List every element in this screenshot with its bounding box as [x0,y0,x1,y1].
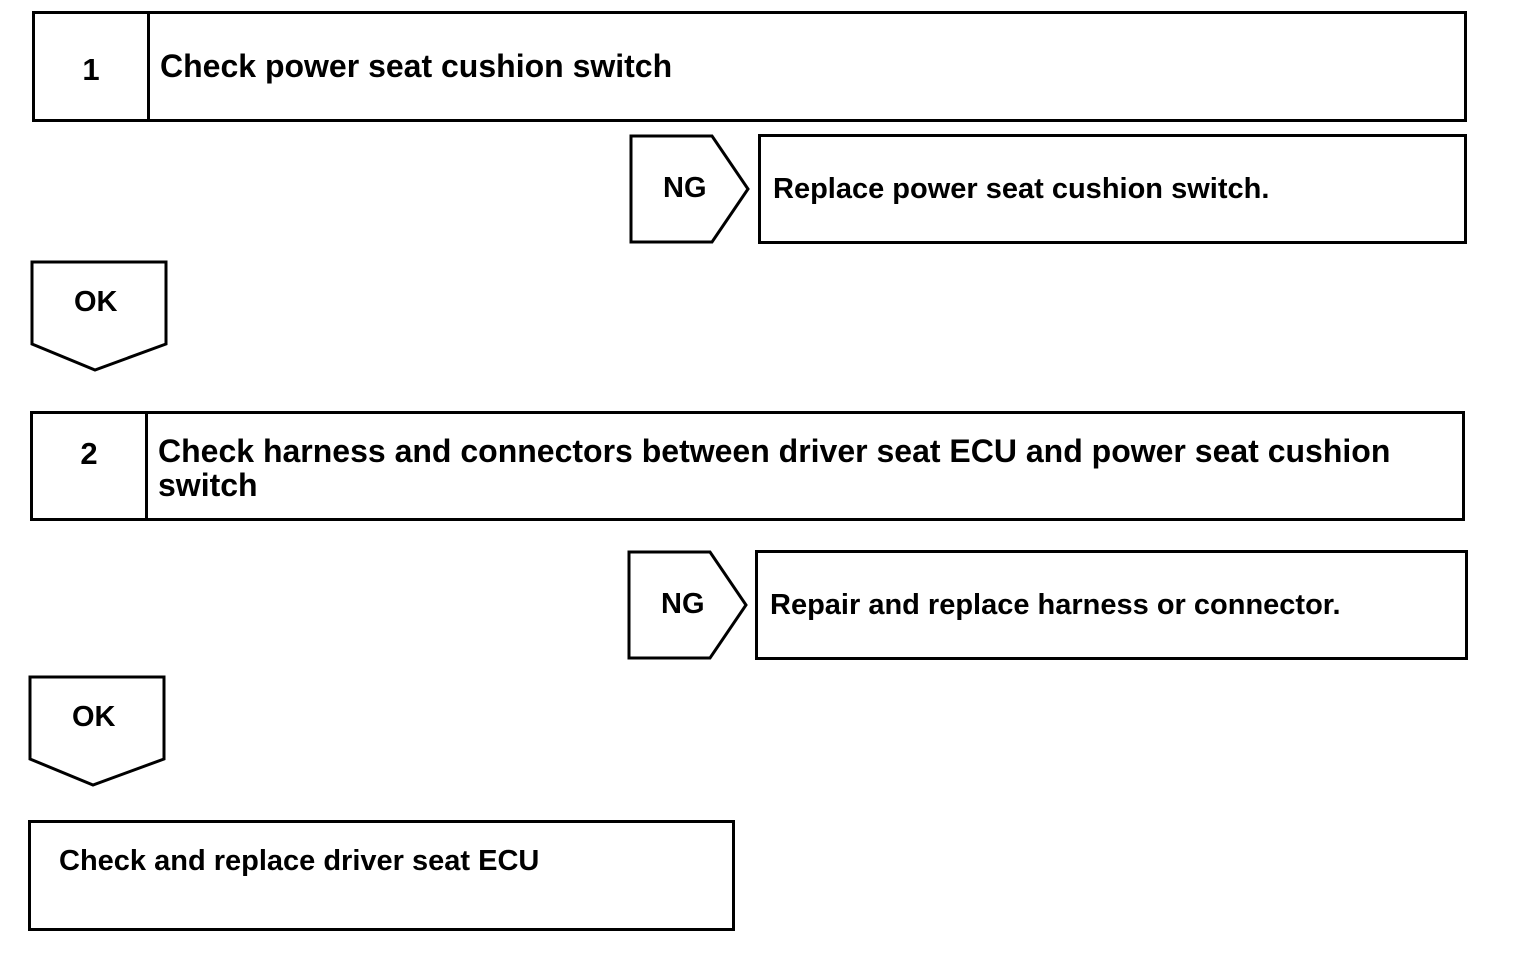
final-action-text: Check and replace driver seat ECU [59,845,540,877]
step-1-number: 1 [35,14,150,119]
ng-result-2: Repair and replace harness or connector. [755,550,1468,660]
ng-result-2-text: Repair and replace harness or connector. [770,588,1341,621]
step-2-title: Check harness and connectors between dri… [158,433,1391,503]
step-1-title: Check power seat cushion switch [160,48,673,84]
ok-label-2: OK [72,701,116,733]
ng-label-2: NG [661,588,705,620]
ng-result-1: Replace power seat cushion switch. [758,134,1467,244]
step-1-box: 1 Check power seat cushion switch [32,11,1467,122]
step-2-number: 2 [33,414,148,518]
ng-result-1-text: Replace power seat cushion switch. [773,172,1270,205]
ng-tag-1 [629,134,750,244]
ok-tag-1 [30,260,168,372]
final-action-box: Check and replace driver seat ECU [28,820,735,931]
ok-tag-2 [28,675,166,787]
step-2-box: 2 Check harness and connectors between d… [30,411,1465,521]
ng-label-1: NG [663,172,707,204]
ng-tag-2 [627,550,748,660]
ok-label-1: OK [74,286,118,318]
